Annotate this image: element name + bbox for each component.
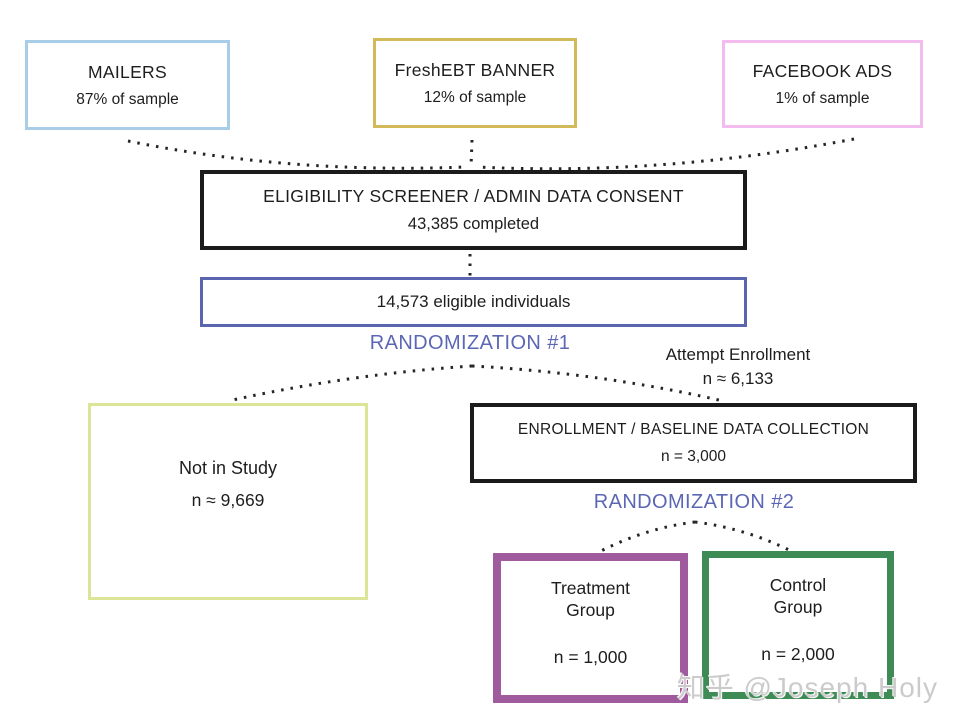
treatment-group-title: Treatment Group [550,578,631,620]
node-eligibility-screener: ELIGIBILITY SCREENER / ADMIN DATA CONSEN… [200,170,747,250]
node-enrollment-baseline: ENROLLMENT / BASELINE DATA COLLECTION n … [470,403,917,483]
freshebt-subtitle: 12% of sample [423,88,527,106]
screener-count: 43,385 completed [407,215,540,233]
node-eligible-individuals: 14,573 eligible individuals [200,277,747,327]
treatment-group-n: n = 1,000 [553,647,628,667]
screener-title: ELIGIBILITY SCREENER / ADMIN DATA CONSEN… [263,186,684,206]
node-freshebt-banner: FreshEBT BANNER 12% of sample [373,38,577,128]
eligible-title: 14,573 eligible individuals [376,292,571,311]
node-facebook-ads: FACEBOOK ADS 1% of sample [722,40,923,128]
enrollment-title: ENROLLMENT / BASELINE DATA COLLECTION [517,420,870,438]
connector-randomization1-to-not-in-study [227,364,473,403]
enrollment-n: n = 3,000 [660,447,727,465]
node-not-in-study: Not in Study n ≈ 9,669 [88,403,368,600]
not-in-study-title: Not in Study [178,458,278,478]
connector-facebook-to-screener [477,137,855,171]
control-group-n: n = 2,000 [761,644,835,664]
randomization-2-label: RANDOMIZATION #2 [593,491,795,513]
connector-mailers-to-screener [127,139,467,170]
node-treatment-group: Treatment Group n = 1,000 [493,553,688,703]
mailers-title: MAILERS [88,61,167,82]
mailers-subtitle: 87% of sample [76,90,179,108]
attempt-enrollment-label: Attempt Enrollment n ≈ 6,133 [665,345,811,388]
facebook-subtitle: 1% of sample [775,89,870,107]
connector-randomization2-to-treatment [600,520,696,553]
node-control-group: Control Group n = 2,000 [702,551,894,699]
connector-randomization2-to-control [694,520,790,552]
not-in-study-n: n ≈ 9,669 [191,490,265,510]
freshebt-title: FreshEBT BANNER [394,59,556,80]
randomization-1-label: RANDOMIZATION #1 [369,332,571,354]
facebook-title: FACEBOOK ADS [752,60,893,81]
node-mailers: MAILERS 87% of sample [25,40,230,130]
connector-freshebt-to-screener [469,139,474,168]
watermark: 知乎 @Joseph Holy [676,672,938,703]
control-group-title: Control Group [769,575,827,617]
